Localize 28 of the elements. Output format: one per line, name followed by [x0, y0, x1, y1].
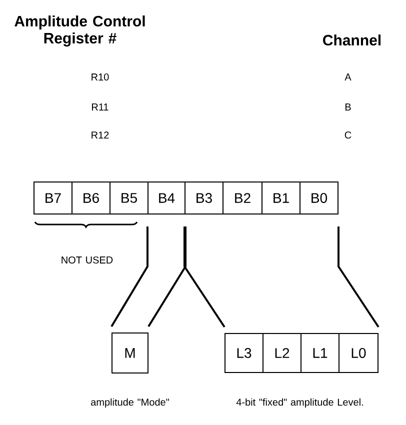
- register-bit-cell: B0: [300, 182, 338, 214]
- bracket-line: [148, 226, 186, 328]
- column-heading: Amplitude Control Register #: [14, 15, 145, 47]
- bracket-line: [110, 226, 148, 328]
- level-bit-cell: L0: [338, 333, 378, 373]
- caption: amplitude "Mode": [91, 398, 169, 408]
- register-bit-cell: B5: [110, 182, 148, 214]
- bracket-label: NOT USED: [62, 256, 113, 264]
- table-cell: C: [344, 131, 352, 139]
- level-bit-cell: L2: [262, 333, 302, 373]
- register-bit-cell: B4: [148, 182, 186, 214]
- bracket-line: [184, 226, 226, 328]
- register-bit-cell: B2: [222, 182, 262, 214]
- table-cell: R12: [92, 132, 109, 138]
- register-bit-cell: B7: [34, 182, 72, 214]
- register-bit-cell: B3: [184, 182, 224, 214]
- level-bit-cell: L3: [224, 333, 264, 373]
- bracket-line: [338, 226, 380, 328]
- table-cell: R10: [92, 73, 109, 81]
- caption: 4-bit "fixed" amplitude Level.: [236, 398, 363, 408]
- mode-bit-cell: M: [112, 332, 148, 374]
- table-cell: R11: [92, 104, 108, 110]
- column-heading: Channel: [323, 34, 381, 46]
- table-cell: B: [345, 104, 351, 110]
- level-bit-cell: L1: [300, 333, 340, 373]
- register-bit-cell: B1: [262, 182, 300, 214]
- table-cell: A: [344, 74, 352, 80]
- register-bit-cell: B6: [72, 182, 110, 214]
